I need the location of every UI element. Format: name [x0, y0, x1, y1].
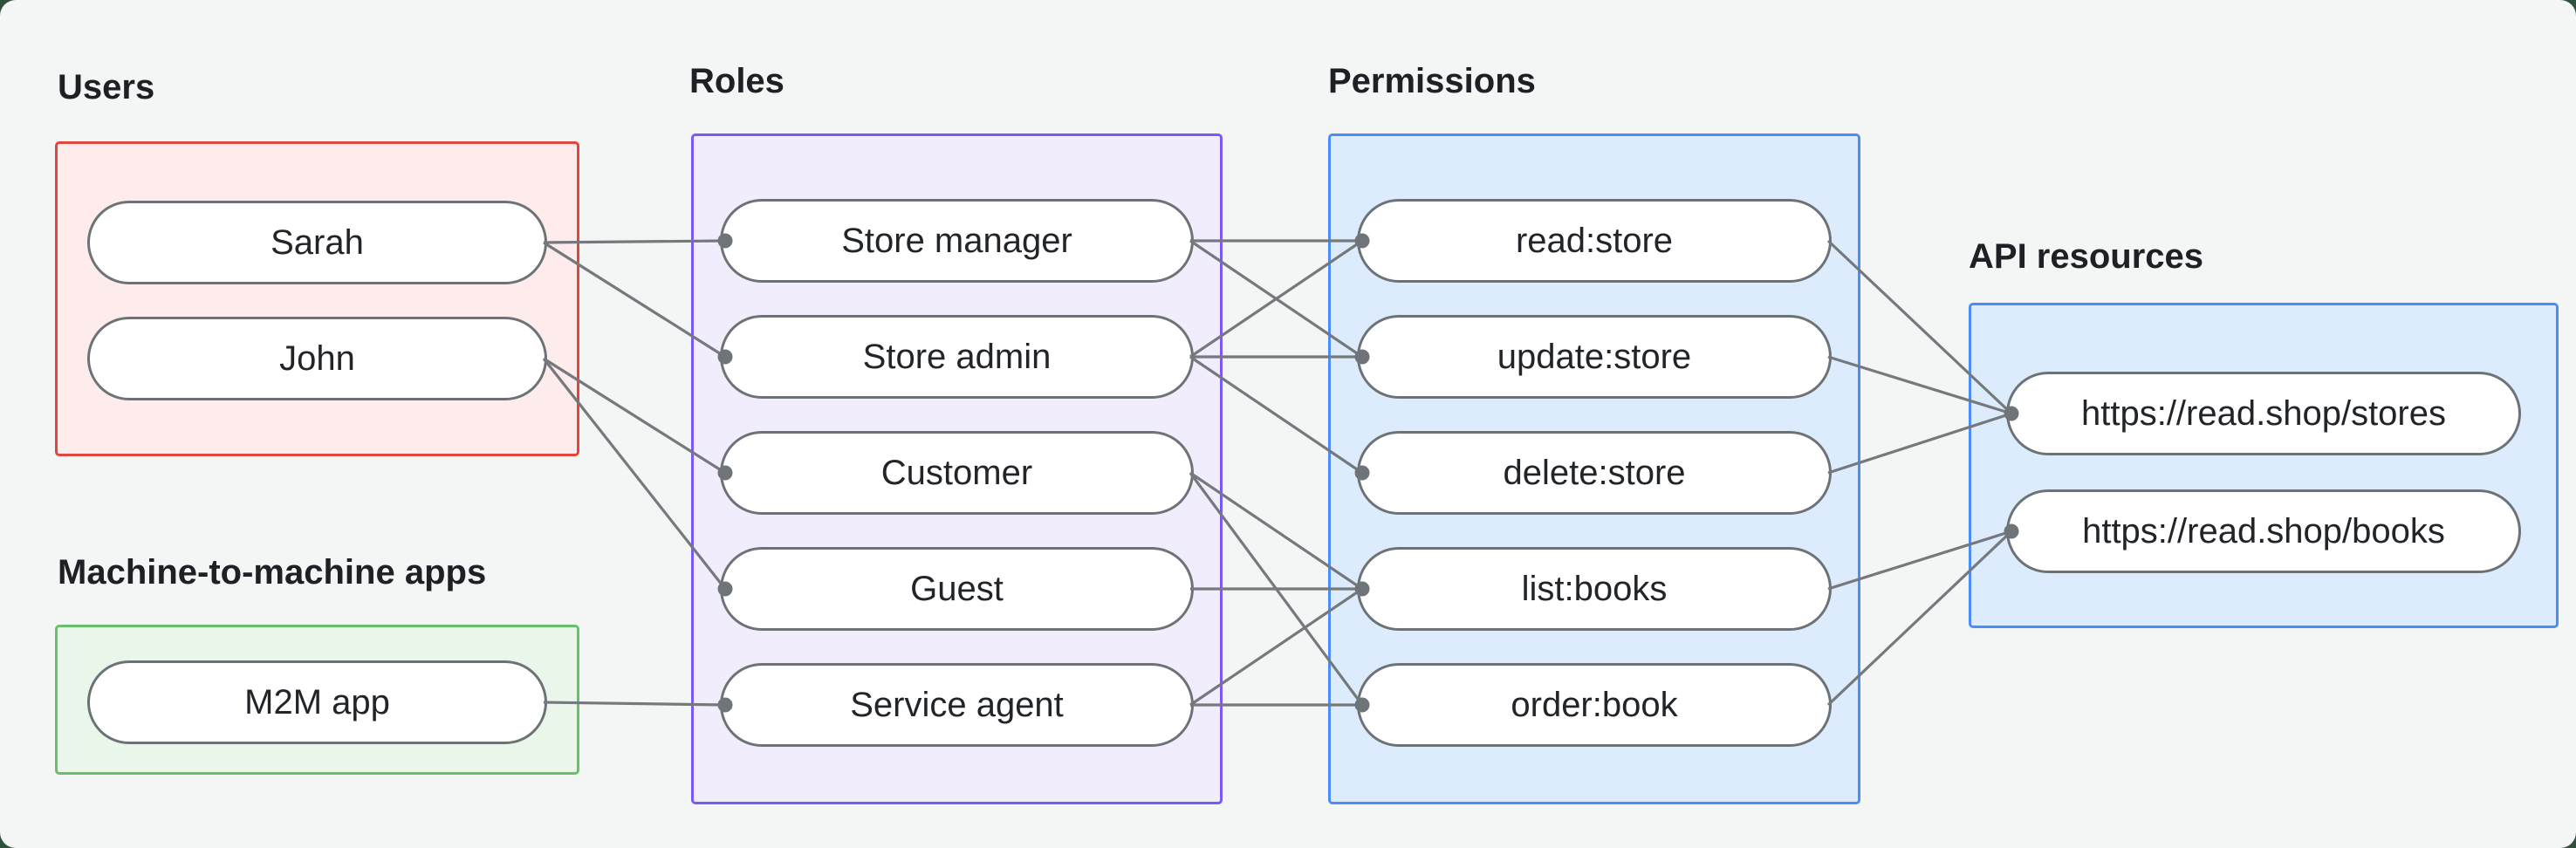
node-john: John [87, 317, 547, 400]
node-label: Store admin [862, 337, 1052, 376]
m2m-group-box: M2M app [55, 625, 579, 775]
m2m-group-label: Machine-to-machine apps [58, 553, 487, 592]
api-resources-group-label: API resources [1969, 237, 2204, 276]
node-label: Sarah [271, 222, 364, 262]
node-update-store: update:store [1357, 315, 1832, 399]
node-label: https://read.shop/stores [2080, 393, 2446, 433]
node-store-admin: Store admin [720, 315, 1194, 399]
node-service-agent: Service agent [720, 663, 1194, 747]
node-customer: Customer [720, 431, 1194, 515]
node-label: Store manager [841, 221, 1072, 260]
permissions-group-label: Permissions [1328, 62, 1536, 100]
node-stores: https://read.shop/stores [2006, 372, 2521, 455]
node-sarah: Sarah [87, 201, 547, 284]
node-delete-store: delete:store [1357, 431, 1832, 515]
node-label: update:store [1497, 337, 1692, 376]
permissions-group-box: read:store update:store delete:store list:b… [1328, 133, 1860, 804]
node-list-books: list:books [1357, 547, 1832, 631]
node-label: Guest [910, 569, 1004, 608]
node-order-book: order:book [1357, 663, 1832, 747]
node-store-manager: Store manager [720, 199, 1194, 283]
node-label: https://read.shop/books [2082, 511, 2445, 551]
node-label: read:store [1515, 221, 1674, 260]
node-label: delete:store [1503, 453, 1686, 492]
node-label: list:books [1521, 569, 1668, 608]
node-label: M2M app [244, 682, 390, 721]
node-label: Service agent [850, 685, 1064, 724]
node-read-store: read:store [1357, 199, 1832, 283]
node-label: John [279, 339, 355, 378]
api-resources-group-box: https://read.shop/stores https://read.sho… [1969, 303, 2559, 628]
roles-group-label: Roles [689, 62, 784, 100]
node-guest: Guest [720, 547, 1194, 631]
node-books: https://read.shop/books [2006, 489, 2521, 573]
node-m2m-app: M2M app [87, 660, 547, 744]
node-label: order:book [1511, 685, 1678, 724]
users-group-label: Users [58, 68, 155, 106]
node-label: Customer [880, 453, 1033, 492]
